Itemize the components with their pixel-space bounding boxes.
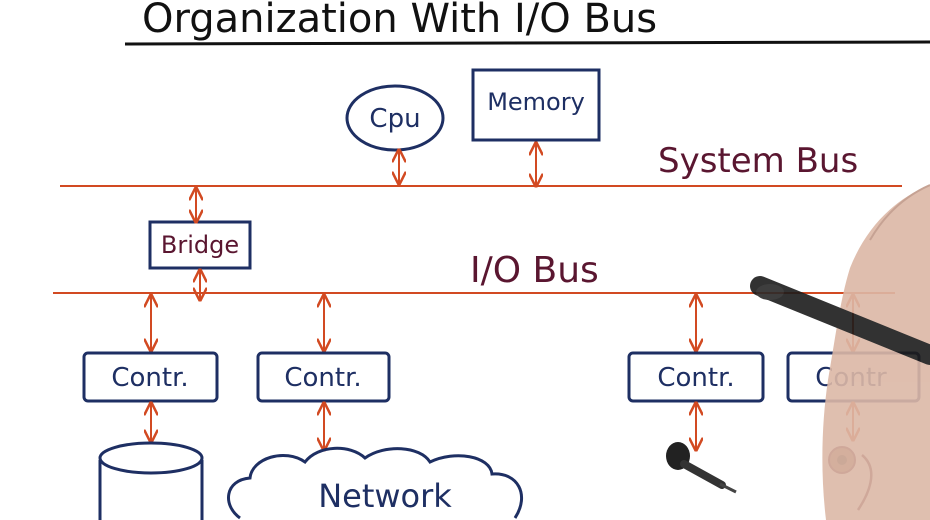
cpu-label: Cpu — [369, 104, 420, 134]
io-bus-label: I/O Bus — [470, 250, 599, 291]
title-underline — [124, 40, 930, 46]
controller-2-label: Contr. — [284, 363, 361, 393]
memory-node — [471, 68, 601, 142]
controller-1-label: Contr. — [111, 363, 188, 393]
bridge-label: Bridge — [161, 231, 239, 259]
controller-1-node — [82, 351, 219, 403]
diagram-title: Organization With I/O Bus — [142, 0, 657, 42]
cloud-icon — [227, 446, 523, 520]
system-bus-label: System Bus — [658, 141, 858, 181]
hand-with-pen-image — [750, 184, 930, 520]
controller-3-label: Contr. — [657, 363, 734, 393]
controller-3-node — [627, 351, 765, 403]
disk-cylinder-icon — [98, 441, 204, 520]
memory-label: Memory — [487, 88, 585, 116]
microphone-icon — [666, 442, 737, 494]
network-label: Network — [318, 477, 452, 515]
controller-2-node — [256, 351, 391, 403]
